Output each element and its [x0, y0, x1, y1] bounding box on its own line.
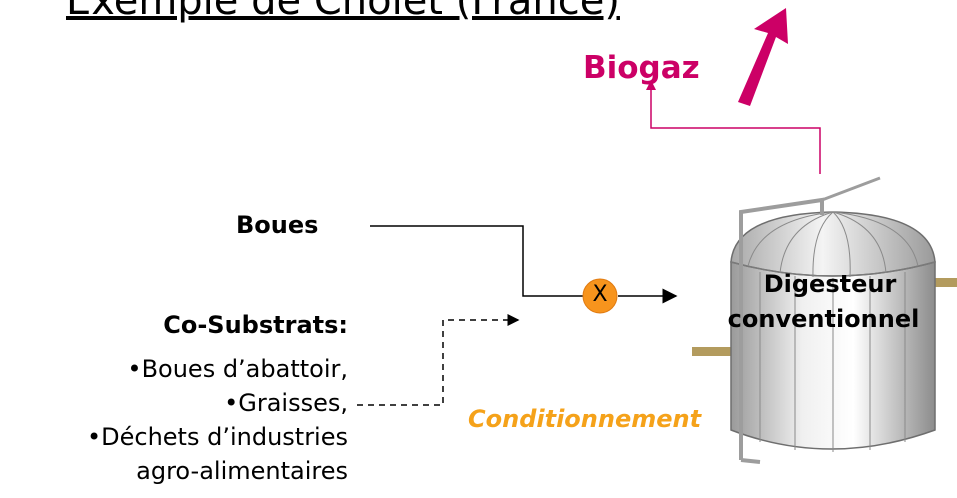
co-substrats-heading: Co-Substrats: — [163, 311, 348, 339]
mixer-symbol: X — [592, 282, 608, 307]
co-substrat-item: agro-alimentaires — [136, 457, 348, 485]
inlet-pipe — [692, 347, 732, 356]
digester-label-line1: Digesteur — [763, 270, 897, 298]
biogaz-line — [650, 88, 821, 174]
page-title: Exemple de Cholet (France) — [66, 0, 620, 24]
outlet-pipe — [918, 278, 957, 287]
co-substrat-item: •Graisses, — [224, 389, 348, 417]
co-substrat-item: •Déchets d’industries — [86, 423, 348, 451]
co-substrats-list: •Boues d’abattoir, •Graisses, •Déchets d… — [87, 352, 348, 488]
biogaz-label: Biogaz — [583, 50, 700, 86]
boues-line — [370, 225, 583, 297]
co-substrat-item: •Boues d’abattoir, — [127, 355, 348, 383]
co-substrats-dashed-line — [357, 314, 520, 406]
biogaz-line-arrowhead — [646, 80, 656, 90]
conditionnement-label: Conditionnement — [468, 405, 702, 433]
boues-label: Boues — [236, 211, 319, 239]
digester-label-line2: conventionnel — [727, 305, 920, 333]
biogaz-big-arrow — [738, 8, 788, 106]
digester-tank-illustration — [692, 176, 957, 464]
mixer-node — [582, 278, 618, 314]
